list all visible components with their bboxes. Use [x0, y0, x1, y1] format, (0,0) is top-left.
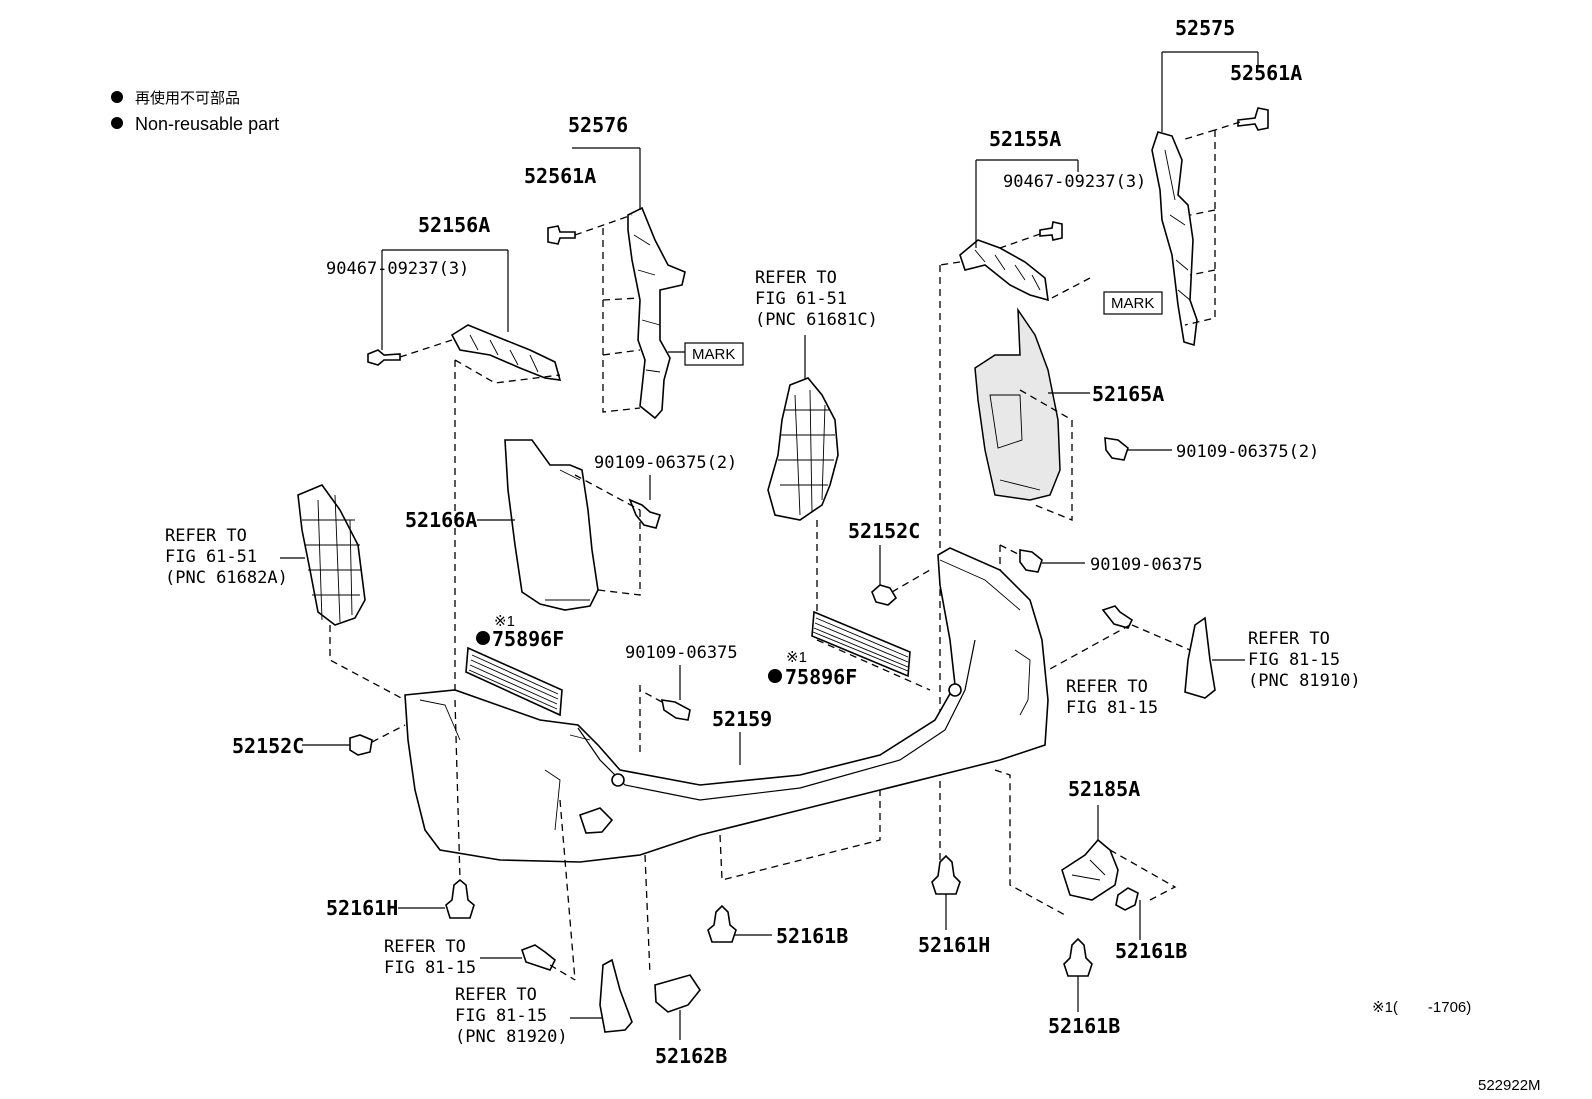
refer-61682A-line1: REFER TO	[165, 526, 247, 546]
label-90109-2-left: 90109-06375(2)	[594, 453, 737, 473]
cover-81910	[1184, 616, 1216, 699]
bolt-52561A-left-icon	[547, 225, 576, 245]
note1-left: ※1	[494, 613, 515, 630]
label-52185A: 52185A	[1068, 777, 1140, 801]
bolt-90467-right-icon	[1039, 221, 1063, 241]
bolt-8115-left-icon	[520, 944, 557, 971]
label-90467-right: 90467-09237(3)	[1003, 172, 1146, 192]
bracket-52156A	[450, 324, 562, 381]
cover-81920	[599, 958, 633, 1033]
bolt-90109-mid-icon	[660, 699, 691, 721]
bolt-90109-2-left-icon	[628, 498, 662, 529]
mark-label-left: MARK	[692, 346, 735, 363]
bracket-52155A	[959, 239, 1049, 302]
side-bracket-61682A	[297, 484, 366, 626]
non-reusable-dot-icon	[768, 669, 782, 683]
side-bracket-61681C	[767, 377, 839, 521]
label-52575: 52575	[1175, 16, 1235, 40]
label-52161H-left: 52161H	[326, 896, 398, 920]
label-52166A: 52166A	[405, 508, 477, 532]
refer-8115-mid-line1: REFER TO	[1066, 677, 1148, 697]
refer-61681C-line3: (PNC 61681C)	[755, 310, 878, 330]
clip-52152C-right-icon	[871, 584, 898, 606]
non-reusable-dot-icon	[476, 631, 490, 645]
stripe-75896F-mid	[811, 610, 911, 678]
label-90109-mid: 90109-06375	[625, 643, 738, 663]
refer-61682A-line3: (PNC 61682A)	[165, 568, 288, 588]
clip-52161B-bottom-icon	[1063, 937, 1093, 977]
footnote-1706: ※1( -1706)	[1372, 999, 1471, 1016]
bumper-52159	[404, 547, 1049, 863]
label-90109-2-right: 90109-06375(2)	[1176, 442, 1319, 462]
cap-52162B	[654, 974, 701, 1013]
clip-52152C-left-icon	[349, 734, 373, 756]
clip-52161B-mid-icon	[707, 904, 737, 943]
label-75896F-left: 75896F	[492, 627, 564, 651]
label-75896F-mid: 75896F	[785, 665, 857, 689]
refer-61681C-line1: REFER TO	[755, 268, 837, 288]
bolt-81910-icon	[1101, 605, 1134, 629]
bracket-52185A	[1061, 838, 1119, 901]
label-52152C-left: 52152C	[232, 734, 304, 758]
bracket-52575	[1151, 131, 1198, 347]
label-52161B-mid: 52161B	[776, 924, 848, 948]
legend-english: Non-reusable part	[135, 114, 279, 134]
bolt-90109-right-icon	[1019, 549, 1043, 573]
bolt-90109-2-right-icon	[1104, 437, 1129, 461]
legend-japanese: 再使用不可部品	[135, 90, 240, 107]
cap-52162B-installed	[578, 807, 614, 834]
panel-52165A	[974, 307, 1061, 501]
non-reusable-dot-icon	[111, 117, 123, 129]
bolt-52561A-right-icon	[1237, 107, 1269, 131]
refer-81920-line2: FIG 81-15	[455, 1006, 547, 1026]
stripe-75896F-left	[465, 646, 563, 717]
label-52561A-right: 52561A	[1230, 61, 1302, 85]
label-52155A: 52155A	[989, 127, 1061, 151]
note1-mid: ※1	[786, 649, 807, 666]
label-90467-left: 90467-09237(3)	[326, 259, 469, 279]
label-52576: 52576	[568, 113, 628, 137]
refer-8115-left-line2: FIG 81-15	[384, 958, 476, 978]
refer-8115-mid-line2: FIG 81-15	[1066, 698, 1158, 718]
label-52162B: 52162B	[655, 1044, 727, 1068]
label-52159: 52159	[712, 707, 772, 731]
clip-52161H-right-icon	[931, 854, 961, 895]
diagram-id: 522922M	[1478, 1077, 1541, 1094]
refer-61682A-line2: FIG 61-51	[165, 547, 257, 567]
label-52161H-right: 52161H	[918, 933, 990, 957]
bracket-52576	[627, 206, 686, 420]
label-90109-right: 90109-06375	[1090, 555, 1203, 575]
refer-81920-line3: (PNC 81920)	[455, 1027, 568, 1047]
refer-81910-line2: FIG 81-15	[1248, 650, 1340, 670]
label-52161B-right: 52161B	[1115, 939, 1187, 963]
bolt-90467-left-icon	[367, 349, 401, 366]
non-reusable-dot-icon	[111, 91, 123, 103]
clip-52161H-left-icon	[445, 878, 475, 919]
refer-8115-left-line1: REFER TO	[384, 937, 466, 957]
refer-81910-line1: REFER TO	[1248, 629, 1330, 649]
label-52161B-bottom: 52161B	[1048, 1014, 1120, 1038]
clip-52161B-right-icon	[1115, 887, 1139, 911]
label-52152C-right: 52152C	[848, 519, 920, 543]
refer-61681C-line2: FIG 61-51	[755, 289, 847, 309]
mark-label-right: MARK	[1111, 295, 1154, 312]
label-52156A: 52156A	[418, 213, 490, 237]
panel-52166A	[504, 439, 599, 611]
refer-81920-line1: REFER TO	[455, 985, 537, 1005]
label-52561A-left: 52561A	[524, 164, 596, 188]
label-52165A: 52165A	[1092, 382, 1164, 406]
refer-81910-line3: (PNC 81910)	[1248, 671, 1361, 691]
